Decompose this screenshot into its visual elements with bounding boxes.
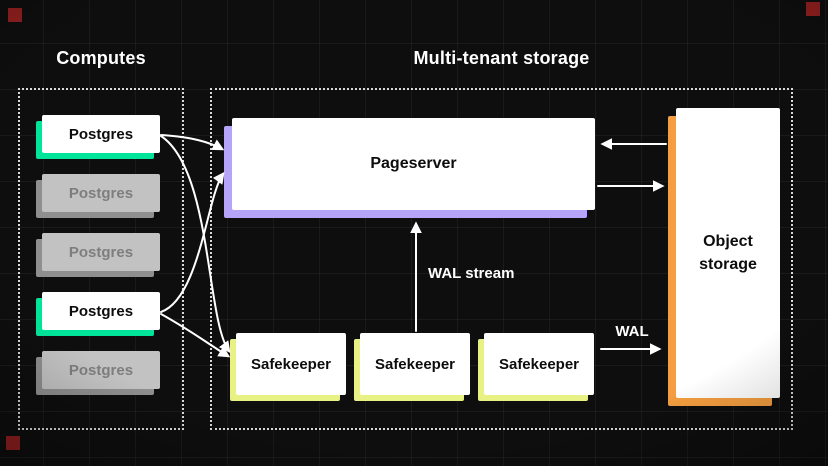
- corner-accent: [806, 2, 820, 16]
- safekeeper-node: Safekeeper: [484, 333, 594, 395]
- wal-label: WAL: [615, 323, 649, 340]
- postgres-node: Postgres: [42, 174, 160, 212]
- safekeeper-label: Safekeeper: [250, 355, 332, 373]
- pageserver-label: Pageserver: [370, 155, 457, 172]
- pageserver-node: Pageserver: [232, 118, 595, 210]
- postgres-node: Postgres: [42, 233, 160, 271]
- safekeeper-node: Safekeeper: [236, 333, 346, 395]
- postgres-label: Postgres: [68, 243, 134, 261]
- postgres-label: Postgres: [68, 184, 134, 202]
- object-storage-node: Object storage: [676, 108, 780, 398]
- postgres-label: Postgres: [68, 302, 134, 320]
- safekeeper-node: Safekeeper: [360, 333, 470, 395]
- postgres-label: Postgres: [68, 361, 134, 379]
- corner-accent: [6, 436, 20, 450]
- postgres-node: Postgres: [42, 292, 160, 330]
- postgres-label: Postgres: [68, 125, 134, 143]
- object-storage-label: Object storage: [699, 232, 757, 273]
- heading-storage: Multi-tenant storage: [413, 48, 590, 68]
- postgres-node: Postgres: [42, 115, 160, 153]
- postgres-node: Postgres: [42, 351, 160, 389]
- safekeeper-label: Safekeeper: [498, 355, 580, 373]
- computes-group: Postgres Postgres Postgres Postgres Post…: [18, 88, 184, 430]
- heading-computes: Computes: [56, 48, 146, 68]
- safekeeper-label: Safekeeper: [374, 355, 456, 373]
- corner-accent: [8, 8, 22, 22]
- wal-stream-label: WAL stream: [428, 265, 515, 282]
